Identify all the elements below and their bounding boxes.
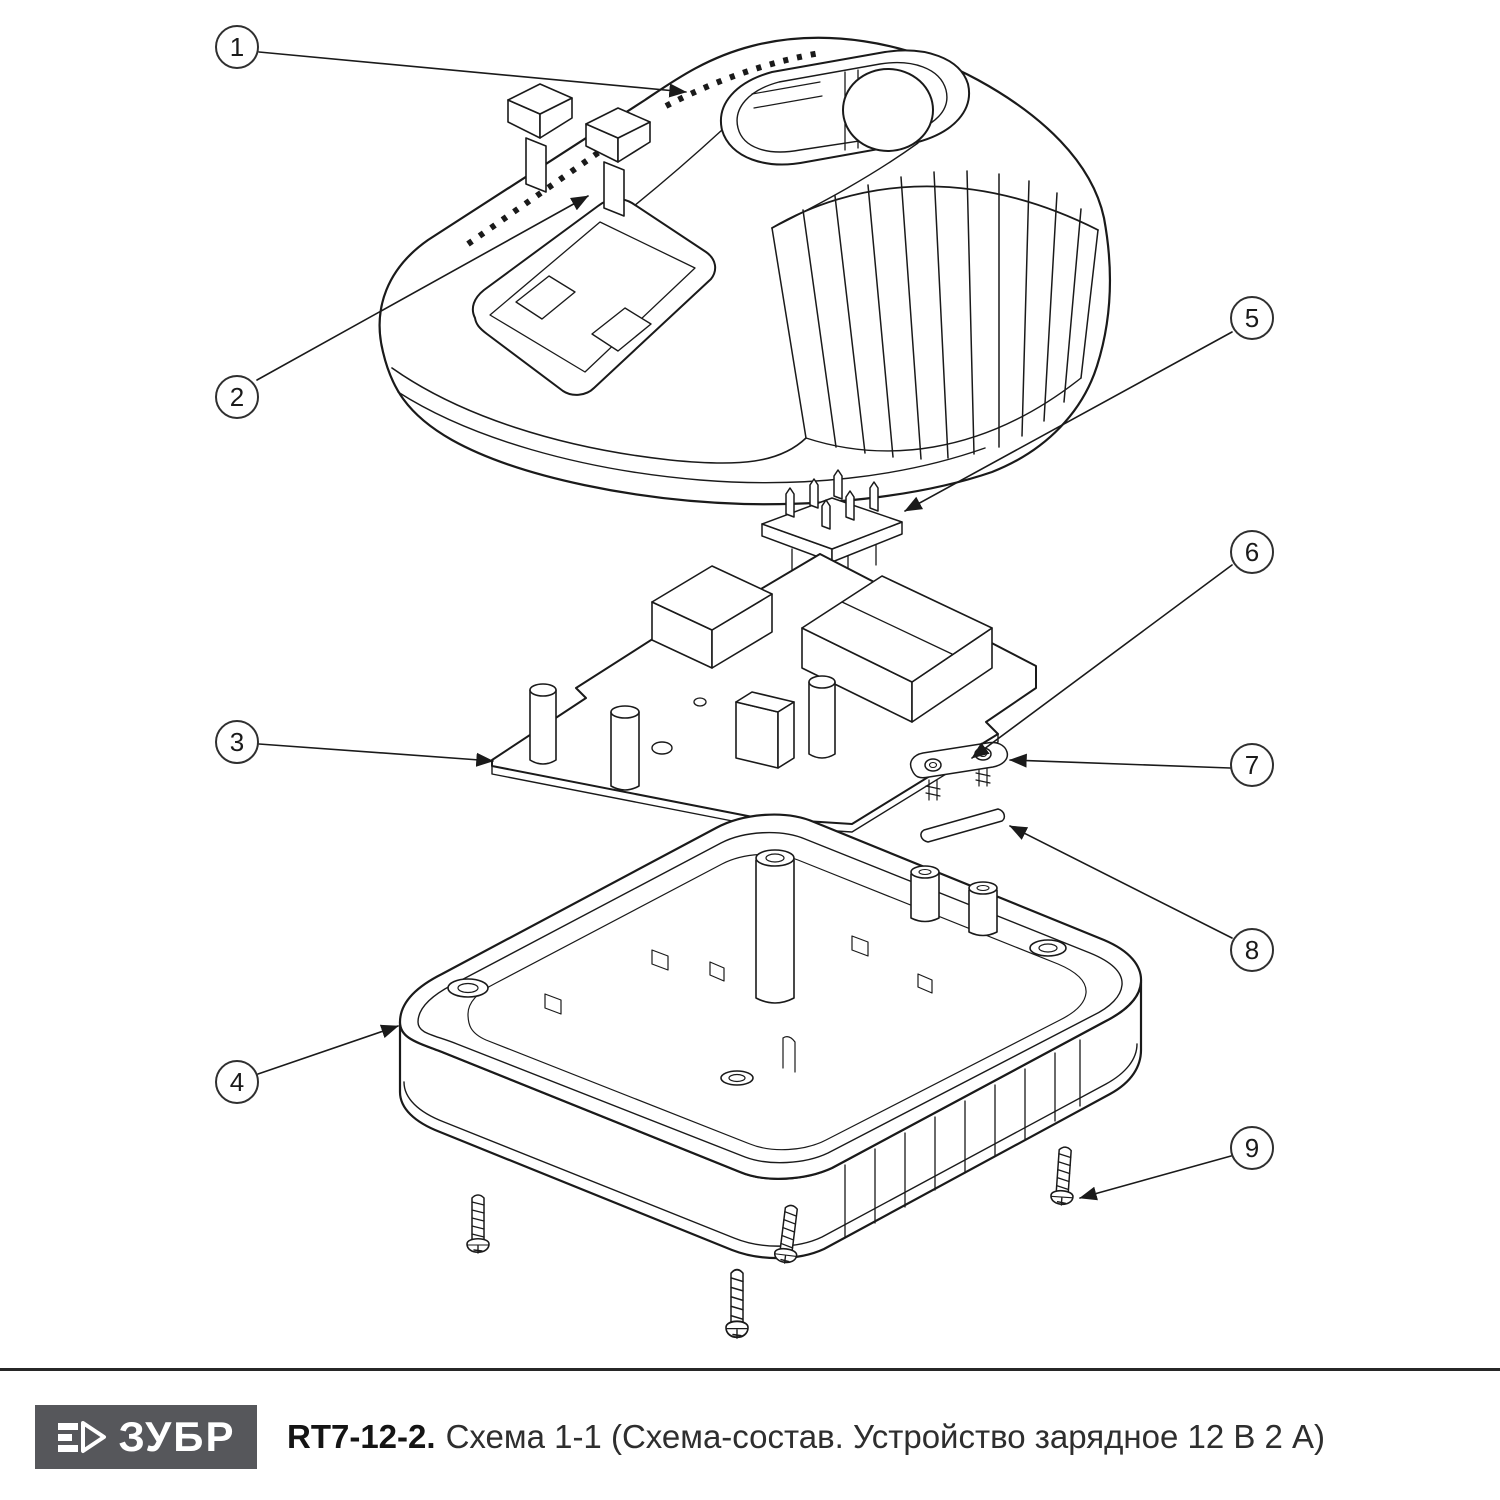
contact-assembly (909, 741, 1009, 843)
callout-7: 7 (1230, 743, 1274, 787)
leader-lines (256, 51, 1233, 1201)
callout-1: 1 (215, 25, 259, 69)
callout-8: 8 (1230, 928, 1274, 972)
callout-6: 6 (1230, 530, 1274, 574)
callout-3-label: 3 (229, 726, 245, 757)
model-number: RT7-12-2. (287, 1418, 436, 1455)
footer-row: ЗУБР RT7-12-2.Схема 1-1 (Схема-состав. У… (35, 1405, 1500, 1469)
callout-8-label: 8 (1244, 934, 1260, 965)
zubr-logo-arrow-icon (58, 1421, 107, 1453)
callout-7-label: 7 (1244, 749, 1260, 780)
circuit-board (491, 553, 1037, 833)
exploded-view-diagram (256, 36, 1233, 1340)
callout-2-label: 2 (229, 381, 245, 412)
bottom-housing (398, 813, 1143, 1260)
connector-block (761, 469, 903, 581)
caption-text: Схема 1-1 (Схема-состав. Устройство заря… (445, 1418, 1326, 1455)
callout-9-label: 9 (1244, 1132, 1260, 1163)
callout-5: 5 (1230, 296, 1274, 340)
callout-5-label: 5 (1244, 302, 1260, 333)
callout-3: 3 (215, 720, 259, 764)
footer-caption: RT7-12-2.Схема 1-1 (Схема-состав. Устрой… (287, 1418, 1325, 1456)
zubr-logo-text: ЗУБР (118, 1413, 236, 1460)
callout-4-label: 4 (229, 1066, 245, 1097)
callout-9: 9 (1230, 1126, 1274, 1170)
footer: ЗУБР RT7-12-2.Схема 1-1 (Схема-состав. У… (0, 1368, 1500, 1469)
terminal-clips (507, 83, 651, 217)
zubr-logo: ЗУБР (35, 1405, 257, 1469)
top-housing (378, 36, 1111, 506)
callout-4: 4 (215, 1060, 259, 1104)
callout-1-label: 1 (229, 31, 245, 62)
callout-2: 2 (215, 375, 259, 419)
callout-6-label: 6 (1244, 536, 1260, 567)
